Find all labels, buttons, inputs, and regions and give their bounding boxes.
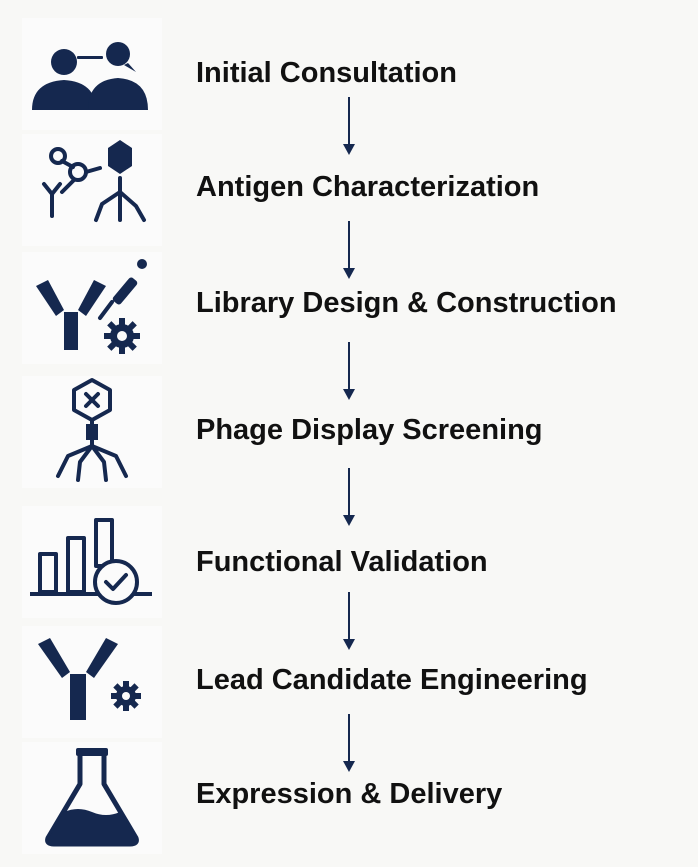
antibody-gear-icon <box>22 626 162 738</box>
consultation-icon <box>22 18 162 130</box>
step-label-library-design: Library Design & Construction <box>196 287 617 319</box>
flow-arrow <box>337 340 361 402</box>
flow-arrow <box>337 590 361 652</box>
flow-arrow <box>337 95 361 157</box>
step-label-antigen-characterization: Antigen Characterization <box>196 171 540 203</box>
antigen-molecule-icon <box>22 134 162 246</box>
flask-icon <box>22 742 162 854</box>
bar-chart-check-icon <box>22 506 162 618</box>
step-label-phage-display: Phage Display Screening <box>196 414 543 446</box>
step-label-lead-candidate: Lead Candidate Engineering <box>196 664 588 696</box>
antibody-pipette-gear-icon <box>22 252 162 364</box>
step-label-initial-consultation: Initial Consultation <box>196 57 457 89</box>
flow-arrow <box>337 219 361 281</box>
bacteriophage-icon <box>22 376 162 488</box>
step-label-functional-validation: Functional Validation <box>196 546 488 578</box>
flow-arrow <box>337 466 361 528</box>
flow-arrow <box>337 712 361 774</box>
step-label-expression-delivery: Expression & Delivery <box>196 778 503 810</box>
